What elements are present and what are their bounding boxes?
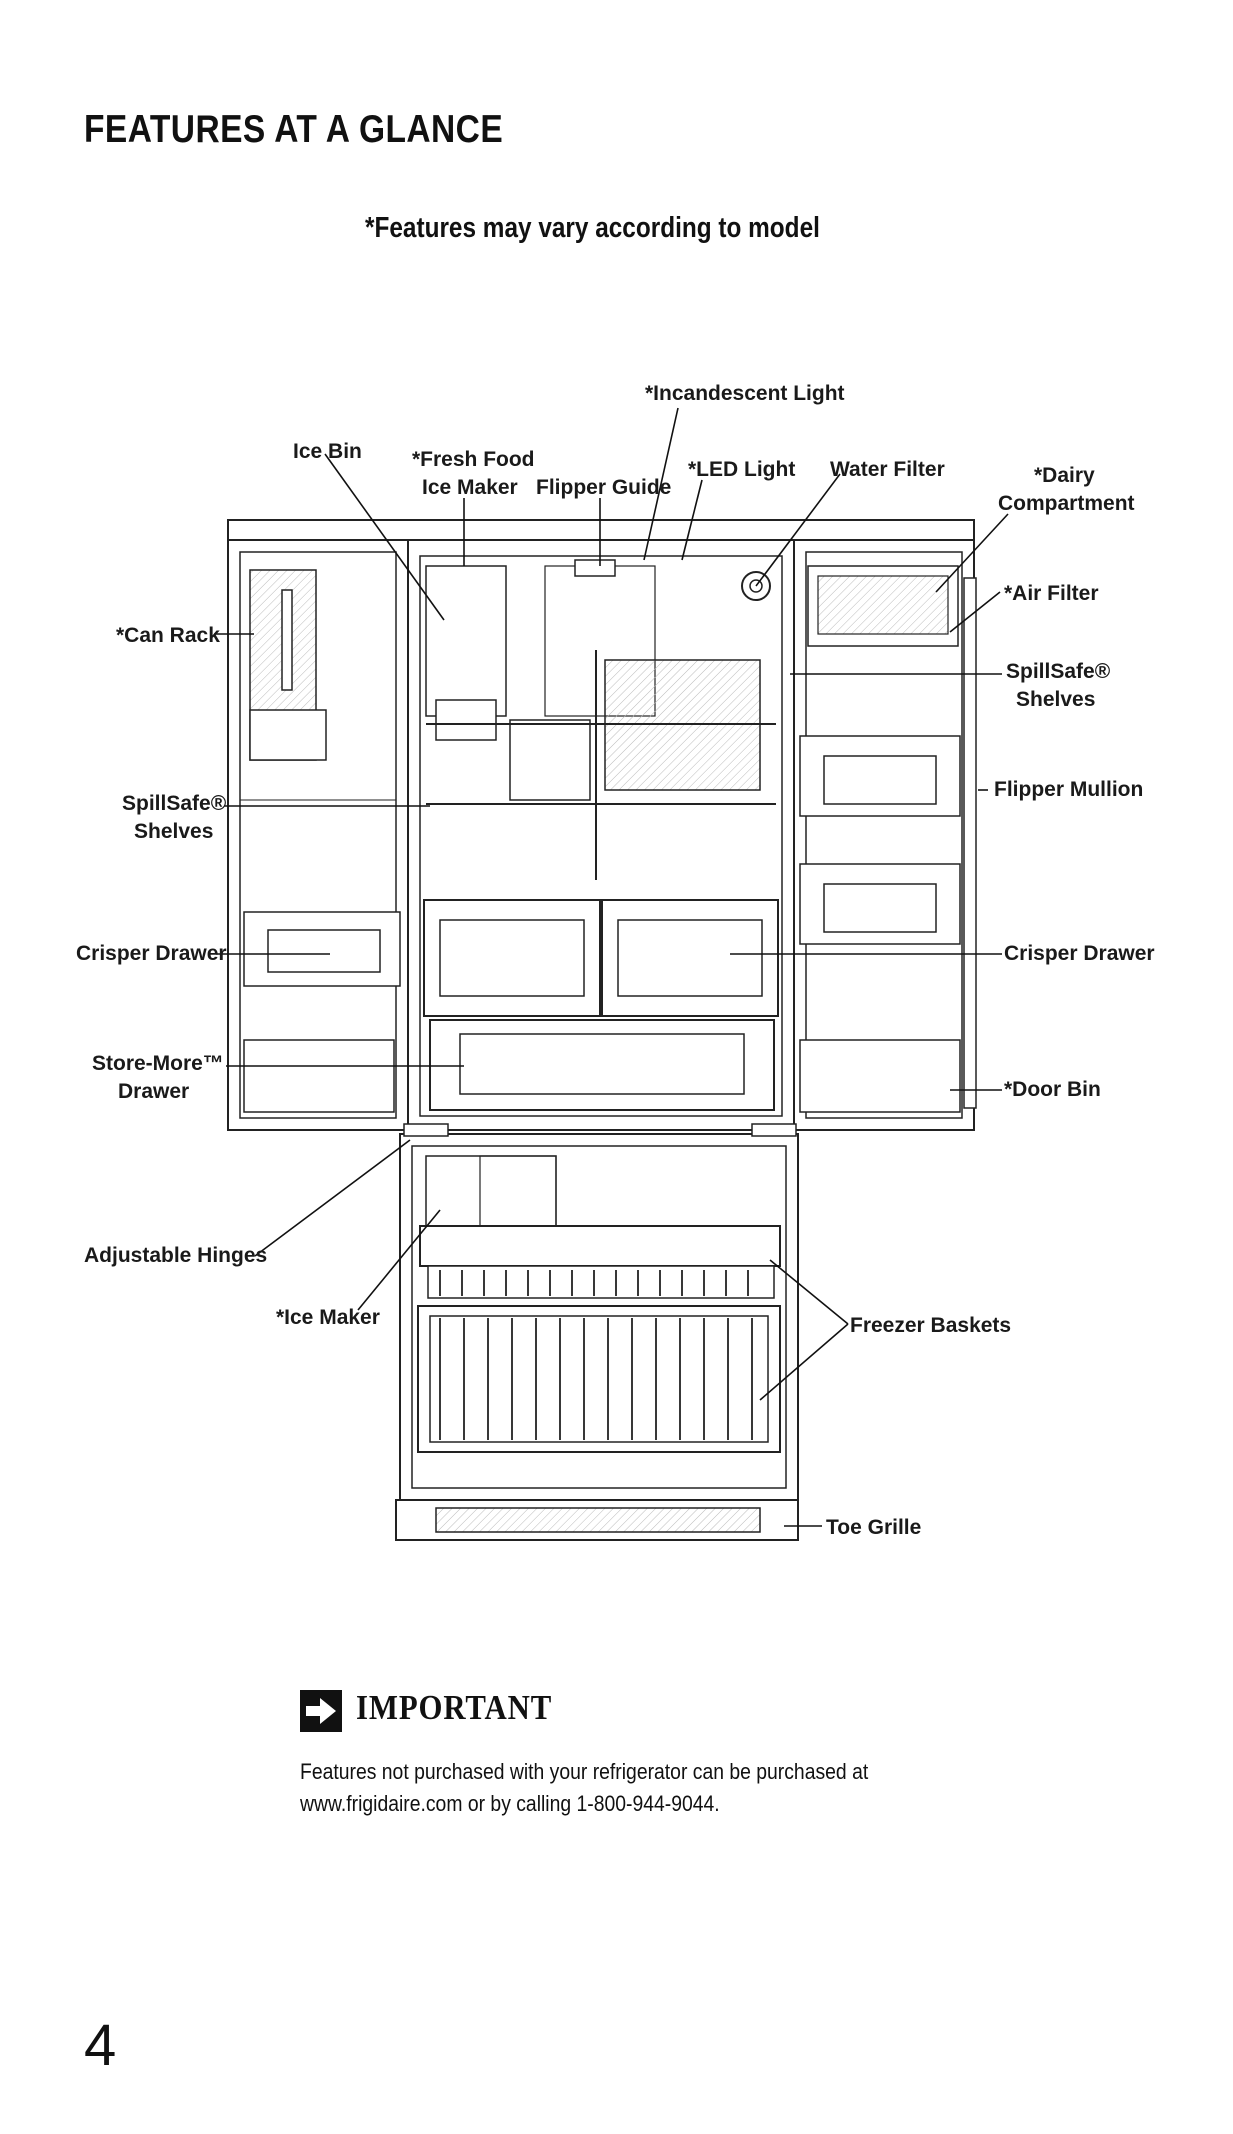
label-dairy-compartment-2: Compartment (998, 492, 1135, 515)
refrigerator-diagram: *Incandescent Light Ice Bin *Fresh Food … (76, 382, 1155, 1541)
label-fresh-food-ice-maker-1: *Fresh Food (412, 448, 535, 471)
label-store-more-1: Store-More™ (92, 1052, 224, 1075)
label-flipper-guide: Flipper Guide (536, 476, 671, 499)
label-air-filter: *Air Filter (1004, 582, 1099, 605)
label-led-light: *LED Light (688, 458, 795, 481)
leader-lines (214, 407, 1009, 1527)
arrow-right-icon (300, 1690, 342, 1732)
label-crisper-drawer-left: Crisper Drawer (76, 942, 227, 965)
page-number: 4 (84, 2013, 117, 2078)
label-crisper-drawer-right: Crisper Drawer (1004, 942, 1155, 965)
right-door (741, 539, 977, 1131)
label-can-rack: *Can Rack (116, 624, 220, 647)
label-ice-bin: Ice Bin (293, 440, 362, 463)
important-text: Features not purchased with your refrige… (300, 1756, 934, 1820)
label-freezer-baskets: Freezer Baskets (850, 1314, 1011, 1337)
important-heading: IMPORTANT (356, 1688, 553, 1727)
label-incandescent-light: *Incandescent Light (645, 382, 845, 405)
label-adjustable-hinges: Adjustable Hinges (84, 1244, 267, 1267)
label-fresh-food-ice-maker-2: Ice Maker (422, 476, 518, 499)
freezer-section (395, 1123, 799, 1541)
important-text-line-2: www.frigidaire.com or by calling 1-800-9… (300, 1791, 720, 1816)
label-spillsafe-left-2: Shelves (134, 820, 213, 843)
label-water-filter: Water Filter (830, 458, 945, 481)
label-ice-maker: *Ice Maker (276, 1306, 380, 1329)
important-text-line-1: Features not purchased with your refrige… (300, 1759, 869, 1784)
page-title: FEATURES AT A GLANCE (84, 108, 504, 151)
page-subtitle: *Features may vary according to model (365, 212, 820, 244)
basket-bars (439, 1270, 753, 1440)
left-door (227, 539, 409, 1131)
callout-labels: *Incandescent Light Ice Bin *Fresh Food … (76, 382, 1155, 1539)
label-spillsafe-right-1: SpillSafe® (1006, 660, 1111, 683)
label-toe-grille: Toe Grille (826, 1516, 921, 1539)
label-door-bin: *Door Bin (1004, 1078, 1101, 1101)
label-store-more-2: Drawer (118, 1080, 189, 1103)
refrigerator-drawing (227, 519, 977, 1541)
label-spillsafe-right-2: Shelves (1016, 688, 1095, 711)
label-flipper-mullion: Flipper Mullion (994, 778, 1143, 801)
fresh-food-cabinet (419, 555, 783, 1117)
label-dairy-compartment-1: *Dairy (1034, 464, 1095, 487)
label-spillsafe-left-1: SpillSafe® (122, 792, 227, 815)
